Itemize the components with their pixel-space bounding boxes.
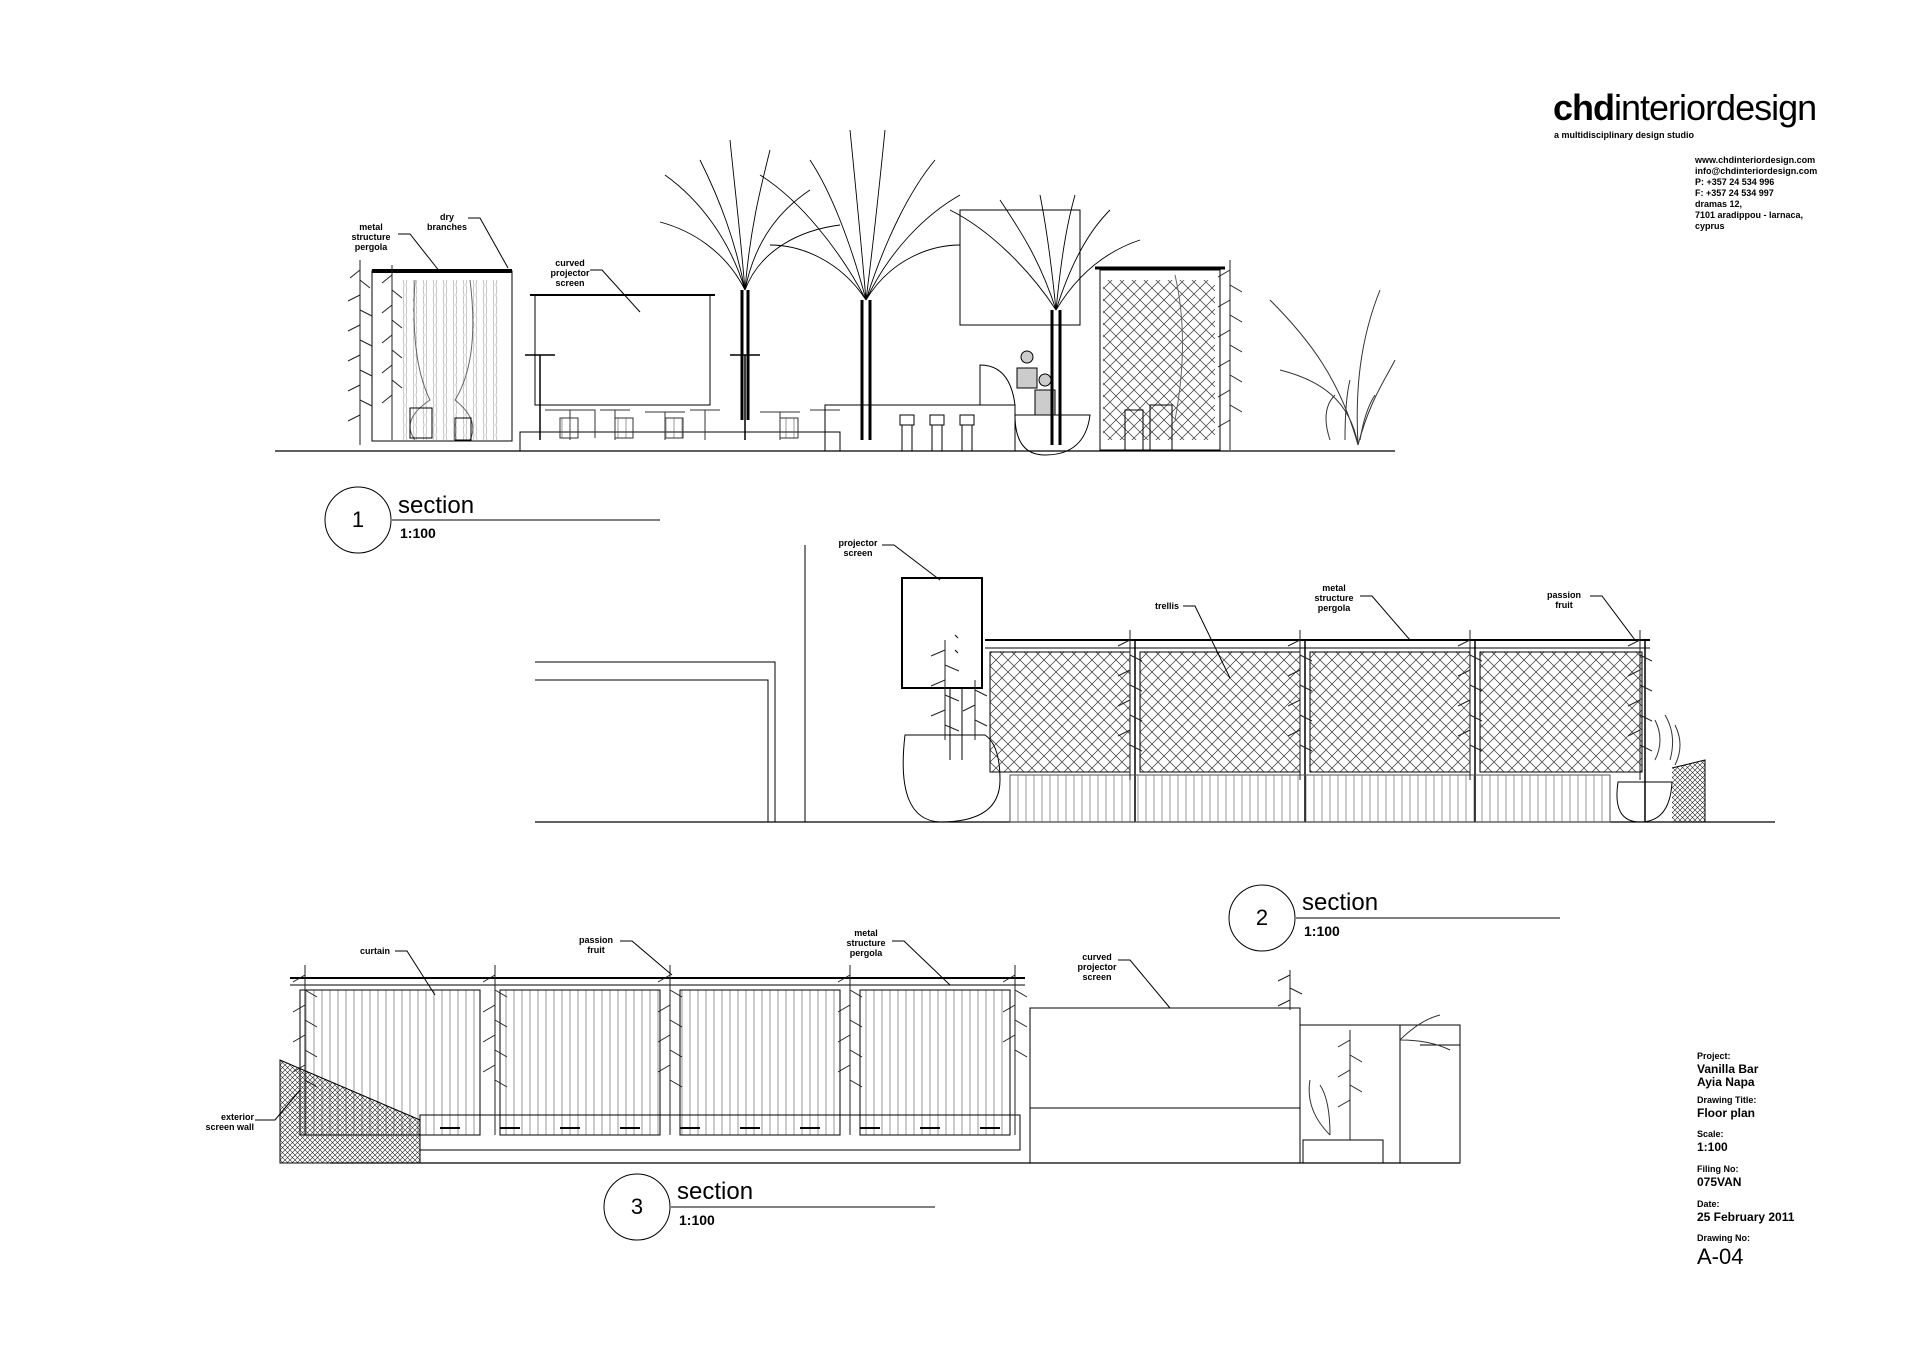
section-2-title: section: [1302, 889, 1379, 916]
studio-logo: chdinteriordesign: [1553, 87, 1817, 128]
section-1-marker: [324, 486, 660, 554]
title-block-drawing-no: Drawing No: A-04: [1697, 1233, 1750, 1269]
s1-left-plant: [347, 260, 403, 445]
section-3-marker: [603, 1173, 935, 1241]
s2-trellis-2: [1139, 651, 1301, 773]
section-1-scale: 1:100: [400, 525, 436, 541]
s3-curved-screen: [1029, 1007, 1301, 1109]
s1-big-pot: [1014, 414, 1091, 456]
s2-trellis-4: [1479, 651, 1643, 773]
section-2-elevation: [535, 545, 1775, 823]
section-2-scale: 1:100: [1304, 923, 1340, 939]
s2-big-pot: [902, 734, 1001, 823]
section-1-title: section: [398, 492, 475, 519]
label-s2-trellis: trellis: [1154, 601, 1179, 611]
label-s3-curtain: curtain: [359, 946, 390, 956]
section-2-number: 2: [1255, 905, 1269, 930]
s1-tree-2: [759, 129, 961, 440]
s2-projector-screen: [901, 577, 983, 689]
section-3-scale: 1:100: [679, 1212, 715, 1228]
s3-exterior-wall: [279, 1059, 421, 1164]
title-block-date: Date: 25 February 2011: [1697, 1199, 1795, 1224]
s3-curtain-4: [859, 989, 1011, 1136]
title-block-drawing-title: Drawing Title: Floor plan: [1697, 1095, 1757, 1120]
title-block-project: Project: Vanilla Bar Ayia Napa: [1697, 1051, 1759, 1089]
title-block-filing: Filing No: 075VAN: [1697, 1164, 1742, 1189]
studio-contact: www.chdinteriordesign.com info@chdinteri…: [1695, 155, 1818, 231]
s3-curtain-3: [679, 989, 841, 1136]
s1-bar-counter: [824, 404, 1016, 452]
studio-tagline: a multidisciplinary design studio: [1554, 130, 1695, 140]
s1-tree-3: [949, 194, 1141, 445]
section-3-title: section: [677, 1178, 754, 1205]
s1-curved-screen: [534, 294, 711, 406]
s1-tree-1: [659, 139, 841, 420]
section-1-elevation: [275, 129, 1396, 456]
section-3-number: 3: [630, 1194, 644, 1219]
section-3-elevation: [279, 965, 1461, 1164]
s2-trellis-1: [989, 651, 1131, 773]
section-2-marker: [1228, 884, 1560, 952]
title-block-scale: Scale: 1:100: [1697, 1129, 1728, 1154]
s2-trellis-3: [1309, 651, 1471, 773]
s3-curtain-2: [499, 989, 661, 1136]
section-1-number: 1: [351, 507, 365, 532]
